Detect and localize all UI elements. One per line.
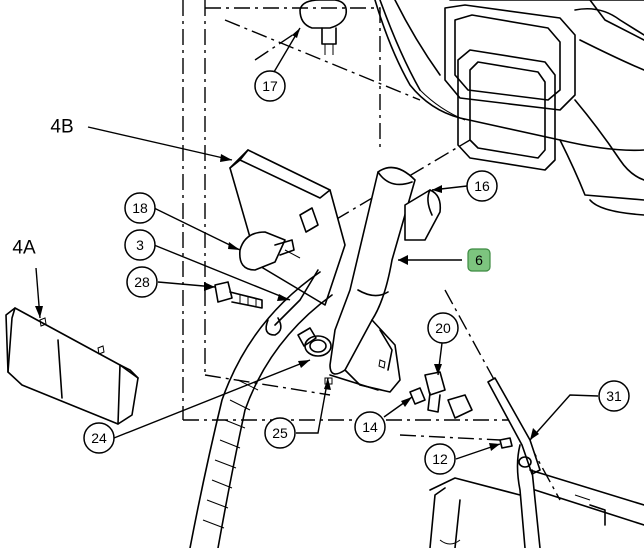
callout-16: 16 xyxy=(466,170,498,202)
callout-4B-label: 4B xyxy=(50,117,73,138)
callout-12-label: 12 xyxy=(432,451,448,467)
callout-24-label: 24 xyxy=(91,430,107,446)
part-3-spring xyxy=(265,269,319,336)
callout-14-label: 14 xyxy=(362,419,378,435)
callout-24: 24 xyxy=(83,422,115,454)
callout-12: 12 xyxy=(424,443,456,475)
callout-28-label: 28 xyxy=(134,274,150,290)
part-24-hose xyxy=(189,271,333,548)
callout-18-label: 18 xyxy=(132,200,148,216)
callout-20-label: 20 xyxy=(435,320,451,336)
callout-4A-label: 4A xyxy=(12,238,36,259)
callout-28: 28 xyxy=(126,266,158,298)
console-housing xyxy=(374,0,644,216)
callout-16-label: 16 xyxy=(474,178,490,194)
callout-20: 20 xyxy=(427,312,459,344)
part-4B-bracket xyxy=(229,149,346,306)
frame-rail xyxy=(429,469,644,548)
part-31-linkage xyxy=(487,377,541,548)
callout-6: 6 xyxy=(467,248,491,272)
part-25-bushing xyxy=(297,327,333,385)
part-17-knob xyxy=(299,0,348,55)
callout-3: 3 xyxy=(124,229,156,261)
leader-arrowheads xyxy=(35,28,539,451)
callout-17-label: 17 xyxy=(262,78,278,94)
assembly-centerlines xyxy=(182,0,561,501)
callout-14: 14 xyxy=(354,411,386,443)
callout-31: 31 xyxy=(598,380,630,412)
part-20-clamp xyxy=(424,371,446,413)
callout-18: 18 xyxy=(124,192,156,224)
callout-3-label: 3 xyxy=(136,237,144,253)
callout-31-label: 31 xyxy=(606,388,622,404)
part-18-bulb xyxy=(238,231,295,271)
callout-6-label: 6 xyxy=(475,252,483,268)
part-14-plug xyxy=(409,387,473,419)
part-6-lever xyxy=(329,166,416,393)
part-16-tube xyxy=(404,189,442,241)
part-28-bolt xyxy=(214,281,263,309)
callout-17: 17 xyxy=(254,70,286,102)
part-12-screw xyxy=(499,437,513,449)
part-4A-cover xyxy=(5,307,139,425)
callout-25-label: 25 xyxy=(272,425,288,441)
callout-25: 25 xyxy=(264,417,296,449)
